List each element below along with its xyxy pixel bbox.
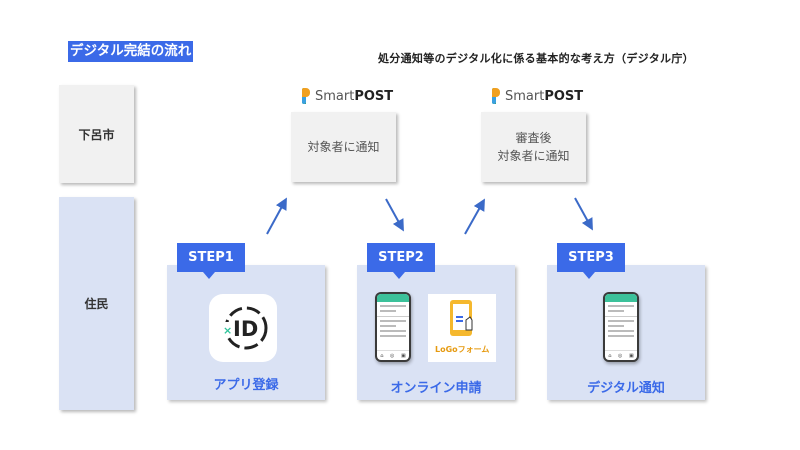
- xid-prefix: ×: [223, 324, 232, 337]
- smartphone-app-icon: ⌂◎▣: [603, 292, 639, 362]
- actor-city-label: 下呂市: [78, 127, 115, 142]
- step3-label: デジタル通知: [587, 381, 665, 396]
- notice-text-1: 対象者に通知: [307, 140, 380, 154]
- actor-city-box: 下呂市: [59, 85, 134, 183]
- page-subtitle: 処分通知等のデジタル化に係る基本的な考え方（デジタル庁）: [378, 52, 694, 65]
- step1-label: アプリ登録: [213, 378, 279, 393]
- xid-app-icon: × ID: [209, 294, 277, 362]
- step2-tag: STEP2: [367, 243, 435, 279]
- step2-tag-label: STEP2: [378, 250, 424, 265]
- step1-tag: STEP1: [177, 243, 245, 279]
- smartpost-wordmark-bold: POST: [354, 88, 394, 104]
- page-title: デジタル完結の流れ: [68, 41, 194, 62]
- smartpost-logo-2: SmartPOST: [492, 88, 583, 104]
- notice-box-1: 対象者に通知: [291, 112, 396, 182]
- smartpost-wordmark: SmartPOST: [505, 89, 583, 104]
- step1-tag-label: STEP1: [188, 250, 234, 265]
- actor-resident-box: 住民: [59, 197, 134, 410]
- smartpost-icon: [492, 88, 500, 104]
- xid-text: ID: [233, 317, 258, 341]
- actor-resident-label: 住民: [84, 297, 109, 311]
- step3-tag: STEP3: [557, 243, 625, 279]
- logo-form-text: LoGoフォーム: [435, 345, 489, 354]
- arrow-notice1-to-step2: [385, 198, 404, 232]
- logo-form-icon: LoGoフォーム: [428, 294, 496, 362]
- smartpost-wordmark-light: Smart: [505, 88, 545, 104]
- step2-label: オンライン申請: [390, 381, 482, 396]
- notice-text-2-line1: 審査後: [515, 131, 552, 145]
- smartpost-wordmark: SmartPOST: [315, 89, 393, 104]
- notice-text-2-line2: 対象者に通知: [497, 149, 570, 163]
- arrow-step1-to-notice1: [266, 197, 287, 235]
- smartphone-app-icon: ⌂◎▣: [375, 292, 411, 362]
- step3-tag-label: STEP3: [568, 250, 614, 265]
- smartpost-wordmark-light: Smart: [315, 88, 355, 104]
- arrow-notice2-to-step3: [574, 197, 593, 231]
- smartpost-wordmark-bold: POST: [544, 88, 584, 104]
- arrow-step2-to-notice2: [464, 198, 485, 235]
- smartpost-logo-1: SmartPOST: [302, 88, 393, 104]
- notice-box-2: 審査後 対象者に通知: [481, 112, 586, 182]
- smartpost-icon: [302, 88, 310, 104]
